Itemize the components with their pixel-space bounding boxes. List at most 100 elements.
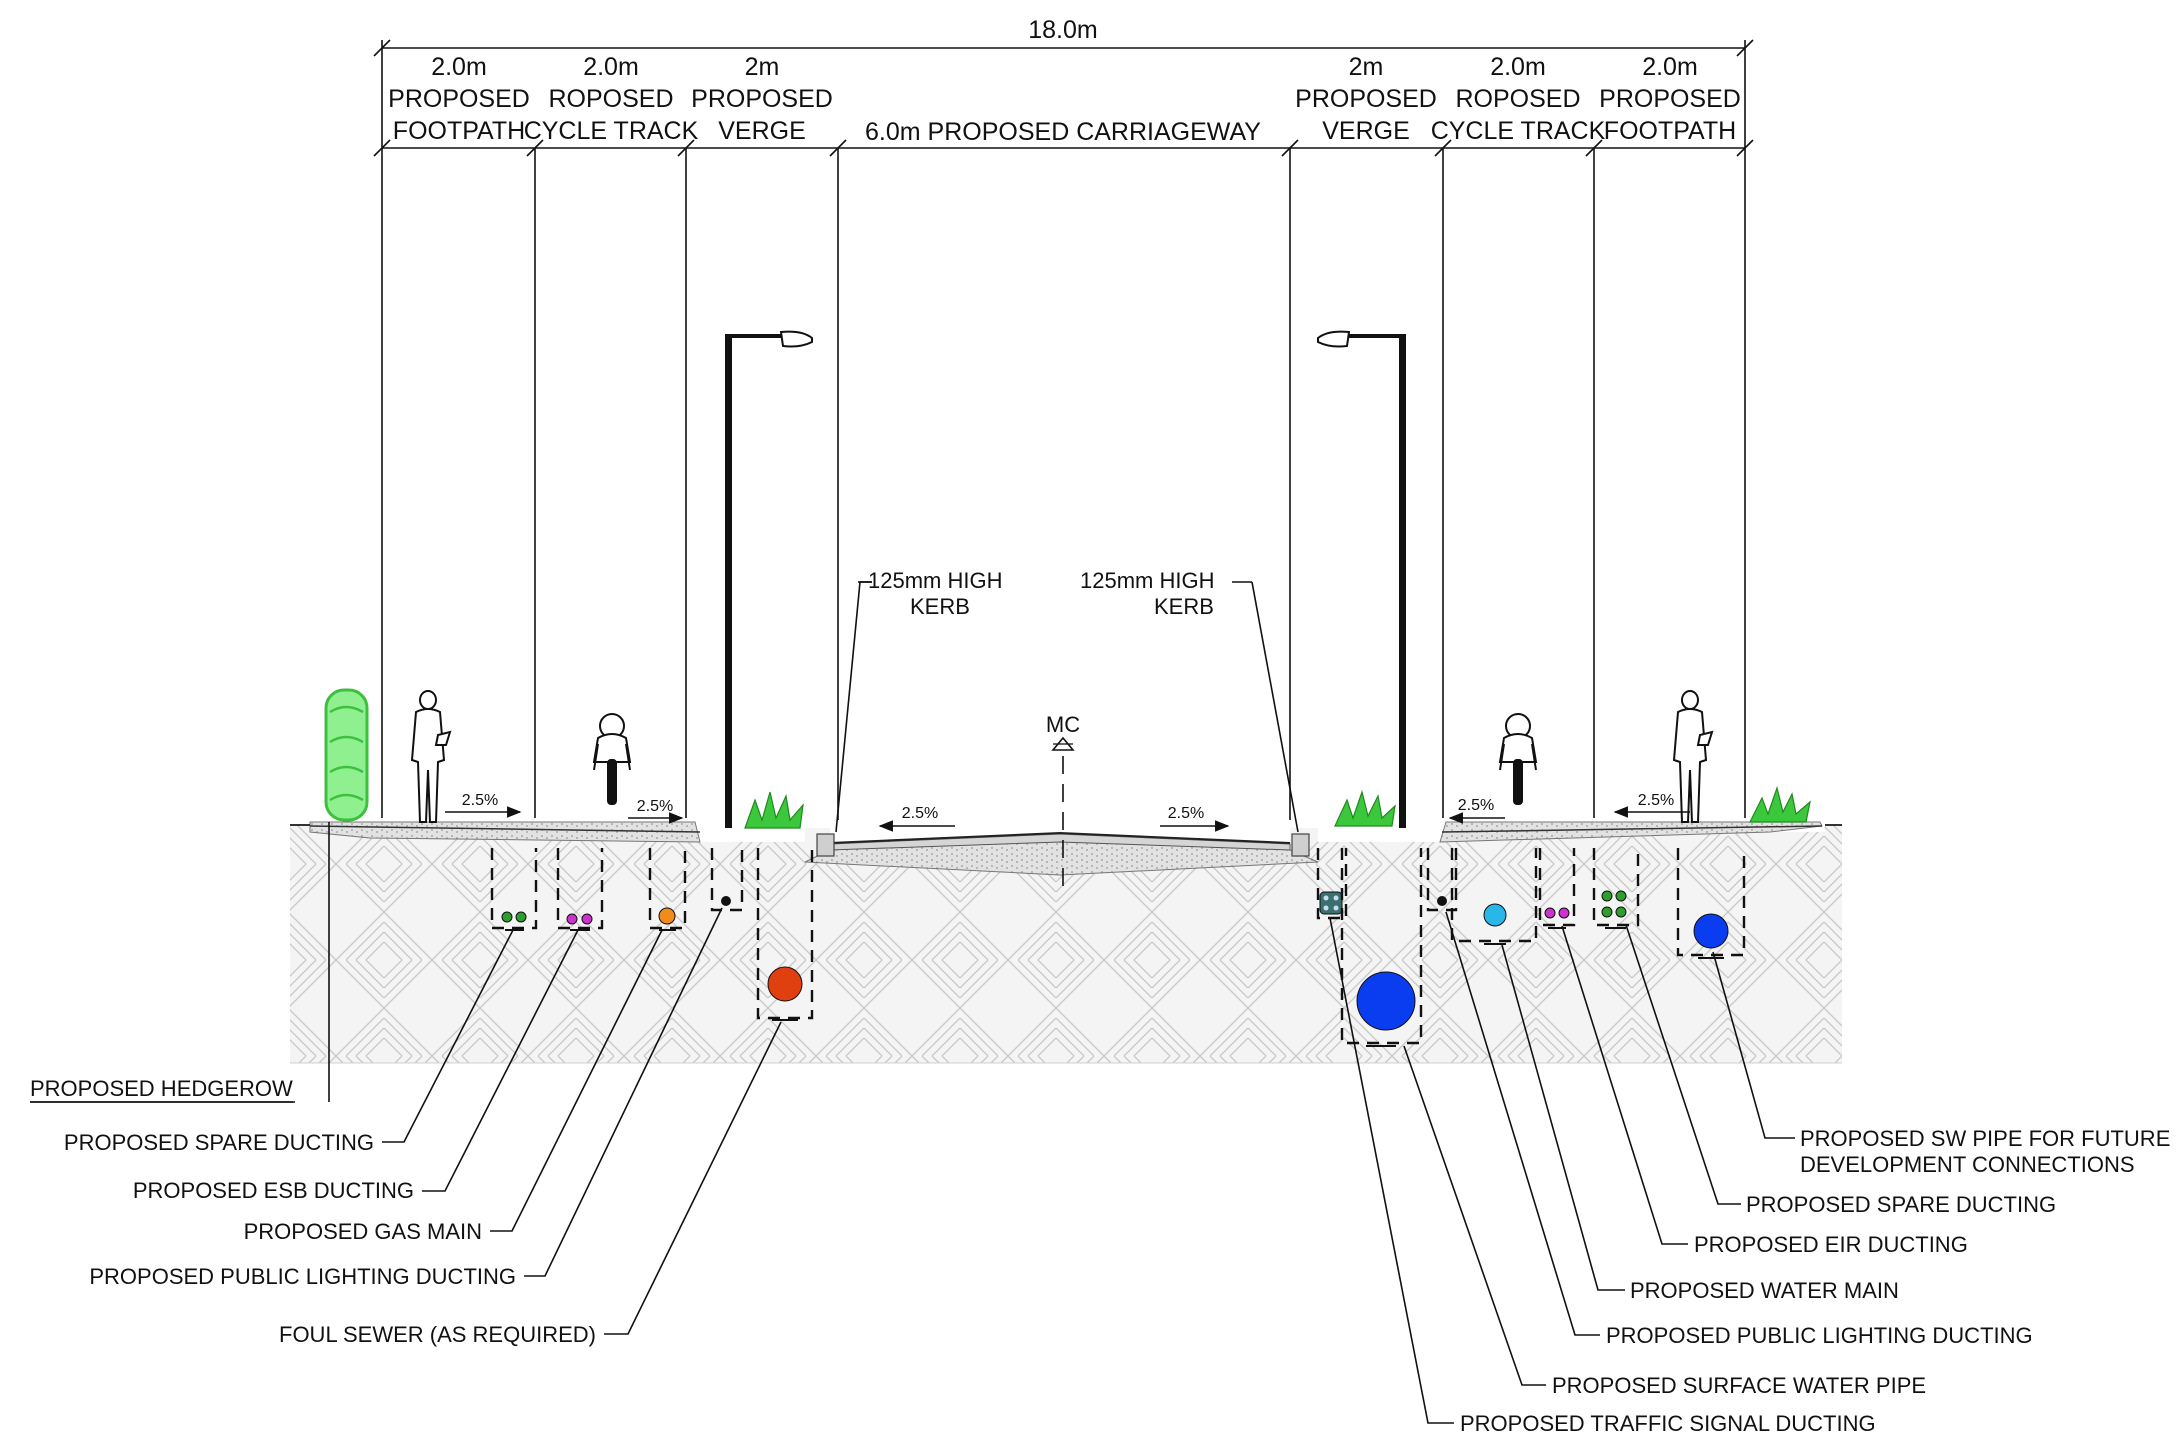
pavement-layers bbox=[290, 821, 1842, 876]
kerbs bbox=[816, 833, 1310, 857]
trench-spare-right bbox=[1592, 848, 1640, 929]
callout-spare-ducting-left: PROPOSED SPARE DUCTING bbox=[64, 1130, 374, 1155]
callout-lighting-right: PROPOSED PUBLIC LIGHTING DUCTING bbox=[1606, 1323, 2033, 1348]
verge-right-width: 2m bbox=[1349, 53, 1384, 81]
trench-foul-sewer bbox=[756, 848, 814, 1021]
footpath-right-line1: PROPOSED bbox=[1599, 85, 1741, 113]
trench-spare-left bbox=[490, 848, 538, 931]
foul-sewer-pipe bbox=[767, 966, 803, 1002]
callout-gas-main: PROPOSED GAS MAIN bbox=[244, 1219, 482, 1244]
grass-tuft-left bbox=[744, 791, 804, 829]
eir-ducting-2 bbox=[1558, 907, 1570, 919]
slope-carriageway-left: 2.5% bbox=[902, 805, 938, 822]
callout-lighting-left: PROPOSED PUBLIC LIGHTING DUCTING bbox=[89, 1264, 516, 1289]
spare-ducting-right-1 bbox=[1601, 890, 1613, 902]
spare-ducting-left-2 bbox=[515, 911, 527, 923]
verge-left-line1: PROPOSED bbox=[691, 85, 833, 113]
lighting-ducting-right bbox=[1437, 896, 1447, 906]
footpath-left-line1: PROPOSED bbox=[388, 85, 530, 113]
verge-left-width: 2m bbox=[745, 53, 780, 81]
dimensions: 18.0m 6.0m PROPOSED CARRIAGEWAY 2.0m PRO… bbox=[373, 16, 1754, 820]
callout-spare-ducting-right: PROPOSED SPARE DUCTING bbox=[1746, 1192, 2056, 1217]
callout-traffic-signal: PROPOSED TRAFFIC SIGNAL DUCTING bbox=[1460, 1411, 1876, 1436]
cyclist-right bbox=[1498, 713, 1538, 805]
pedestrian-left bbox=[410, 690, 452, 823]
hedgerow bbox=[324, 688, 369, 822]
trench-sw-future bbox=[1676, 848, 1746, 959]
cycle-left-line2: CYCLE TRACK bbox=[524, 117, 699, 145]
service-trenches bbox=[490, 848, 1746, 1047]
cycle-left-line1: ROPOSED bbox=[548, 85, 673, 113]
callout-sw-future-line1: PROPOSED SW PIPE FOR FUTURE bbox=[1800, 1126, 2170, 1151]
callout-foul-sewer: FOUL SEWER (AS REQUIRED) bbox=[279, 1322, 596, 1347]
footpath-left-width: 2.0m bbox=[431, 53, 487, 81]
spare-ducting-left-1 bbox=[501, 911, 513, 923]
slope-carriageway-right: 2.5% bbox=[1168, 805, 1204, 822]
footpath-right-line2: FOOTPATH bbox=[1604, 117, 1736, 145]
footpath-left-line2: FOOTPATH bbox=[393, 117, 525, 145]
verge-left-line2: VERGE bbox=[718, 117, 806, 145]
verge-right-line2: VERGE bbox=[1322, 117, 1410, 145]
trench-gas bbox=[648, 848, 687, 931]
spare-ducting-right-2 bbox=[1615, 890, 1627, 902]
trench-esb bbox=[556, 848, 604, 931]
grass-tuft-right-edge bbox=[1749, 785, 1811, 823]
grass-tuft-right-verge bbox=[1334, 789, 1396, 827]
cycle-right-line2: CYCLE TRACK bbox=[1431, 117, 1606, 145]
centreline: MC bbox=[1046, 712, 1080, 888]
cycle-right-width: 2.0m bbox=[1490, 53, 1546, 81]
trench-surface-water bbox=[1340, 848, 1423, 1047]
trench-water-main bbox=[1450, 848, 1538, 945]
slope-cycle-right: 2.5% bbox=[1458, 797, 1494, 814]
overall-width-label: 18.0m bbox=[1028, 16, 1097, 44]
left-section-labels: 2.0m PROPOSED FOOTPATH 2.0m ROPOSED CYCL… bbox=[388, 53, 833, 145]
callout-sw-future-line2: DEVELOPMENT CONNECTIONS bbox=[1800, 1152, 2135, 1177]
eir-ducting-1 bbox=[1544, 907, 1556, 919]
right-callouts: PROPOSED SW PIPE FOR FUTURE DEVELOPMENT … bbox=[1329, 911, 2170, 1436]
surface-water-pipe bbox=[1356, 971, 1416, 1031]
sw-pipe-future bbox=[1693, 913, 1729, 949]
centreline-label: MC bbox=[1046, 712, 1080, 737]
street-light-right bbox=[1317, 330, 1406, 828]
esb-ducting-2 bbox=[581, 913, 593, 925]
traffic-signal-ducting bbox=[1319, 891, 1343, 915]
callout-esb-ducting: PROPOSED ESB DUCTING bbox=[133, 1178, 414, 1203]
callout-surface-water: PROPOSED SURFACE WATER PIPE bbox=[1552, 1373, 1926, 1398]
cycle-left-width: 2.0m bbox=[583, 53, 639, 81]
footpath-right-width: 2.0m bbox=[1642, 53, 1698, 81]
kerb-left-line1: 125mm HIGH bbox=[868, 568, 1002, 593]
gas-main bbox=[658, 907, 676, 925]
spare-ducting-right-4 bbox=[1615, 906, 1627, 918]
trench-lighting-left bbox=[710, 848, 744, 912]
kerb-right-line2: KERB bbox=[1154, 594, 1214, 619]
trench-traffic-signal bbox=[1316, 848, 1348, 920]
kerb-callouts: 125mm HIGH KERB 125mm HIGH KERB bbox=[835, 568, 1299, 833]
esb-ducting-1 bbox=[566, 913, 578, 925]
kerb-right bbox=[1291, 833, 1310, 857]
slope-footpath-right: 2.5% bbox=[1638, 792, 1674, 809]
verge-right-line1: PROPOSED bbox=[1295, 85, 1437, 113]
lighting-ducting-left bbox=[721, 896, 731, 906]
kerb-left bbox=[816, 833, 835, 857]
kerb-right-line1: 125mm HIGH bbox=[1080, 568, 1214, 593]
street-light-left bbox=[725, 330, 813, 828]
kerb-left-line2: KERB bbox=[910, 594, 970, 619]
carriageway-label: 6.0m PROPOSED CARRIAGEWAY bbox=[865, 118, 1261, 146]
right-section-labels: 2m PROPOSED VERGE 2.0m ROPOSED CYCLE TRA… bbox=[1295, 53, 1741, 145]
slope-cycle-left: 2.5% bbox=[637, 798, 673, 815]
cyclist-left bbox=[592, 713, 632, 805]
cycle-right-line1: ROPOSED bbox=[1455, 85, 1580, 113]
left-callouts: PROPOSED HEDGEROW PROPOSED SPARE DUCTING… bbox=[30, 822, 782, 1347]
callout-water-main: PROPOSED WATER MAIN bbox=[1630, 1278, 1899, 1303]
soil-body bbox=[290, 825, 1842, 1064]
slope-footpath-left: 2.5% bbox=[462, 792, 498, 809]
water-main bbox=[1483, 903, 1507, 927]
spare-ducting-right-3 bbox=[1601, 906, 1613, 918]
callout-hedgerow: PROPOSED HEDGEROW bbox=[30, 1076, 293, 1101]
trench-lighting-right bbox=[1426, 848, 1458, 912]
slope-indicators: 2.5% 2.5% 2.5% 2.5% 2.5% 2.5% bbox=[445, 792, 1690, 832]
callout-eir-ducting: PROPOSED EIR DUCTING bbox=[1694, 1232, 1968, 1257]
pedestrian-right bbox=[1672, 690, 1714, 823]
